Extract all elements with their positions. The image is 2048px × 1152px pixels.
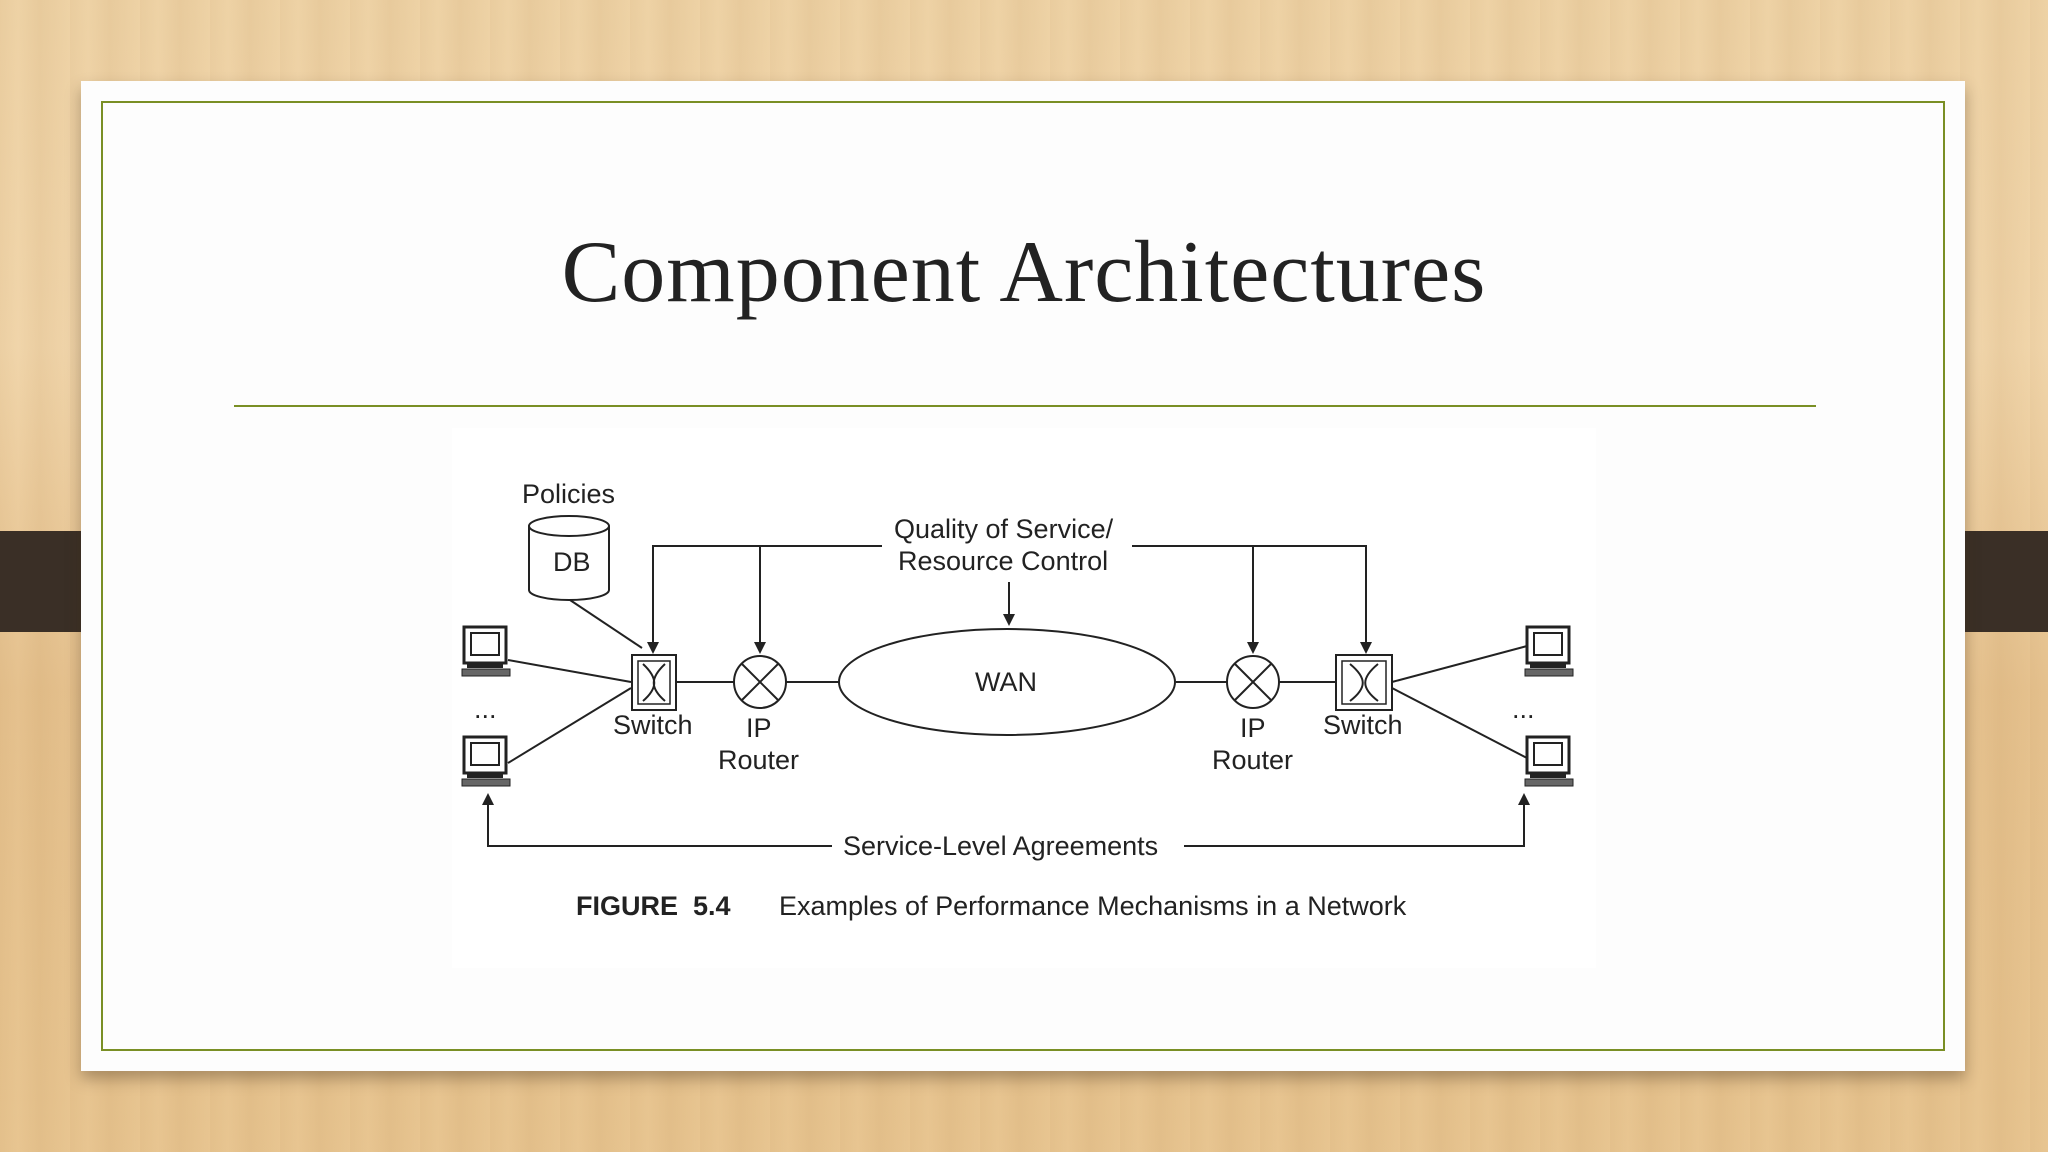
figure-caption: Examples of Performance Mechanisms in a …	[779, 891, 1407, 921]
right-ellipsis: ...	[1512, 694, 1535, 724]
wan-label: WAN	[975, 667, 1037, 697]
qos-label-line2: Resource Control	[898, 546, 1108, 576]
qos-label-line1: Quality of Service/	[894, 514, 1114, 544]
left-router-line1: IP	[746, 713, 772, 743]
computer-icon	[460, 735, 512, 788]
figure-number: FIGURE 5.4	[576, 891, 731, 921]
right-router-line1: IP	[1240, 713, 1266, 743]
network-links	[507, 645, 1528, 764]
router-icon	[1226, 655, 1280, 709]
router-icon	[733, 655, 787, 709]
switch-icon	[1335, 654, 1393, 711]
database-icon	[528, 515, 610, 601]
policies-label: Policies	[522, 479, 615, 509]
db-label: DB	[553, 547, 591, 577]
switch-icon	[631, 654, 677, 711]
slide-frame	[101, 101, 1945, 1051]
right-router-line2: Router	[1212, 745, 1293, 775]
network-diagram: Policies DB Quality of Service/ Resource…	[460, 479, 1575, 921]
sla-label: Service-Level Agreements	[843, 831, 1158, 861]
qos-control-lines	[647, 545, 1372, 654]
db-to-switch-line	[569, 599, 643, 649]
title-divider	[234, 405, 1816, 407]
sla-line	[482, 793, 1530, 847]
computer-icon	[1523, 735, 1575, 788]
left-router-line2: Router	[718, 745, 799, 775]
slide-title: Component Architectures	[561, 224, 1487, 321]
right-switch-label: Switch	[1323, 710, 1403, 740]
wan-cloud	[838, 628, 1176, 736]
left-switch-label: Switch	[613, 710, 693, 740]
computer-icon	[460, 625, 512, 678]
computer-icon	[1523, 625, 1575, 678]
left-ellipsis: ...	[474, 694, 497, 724]
